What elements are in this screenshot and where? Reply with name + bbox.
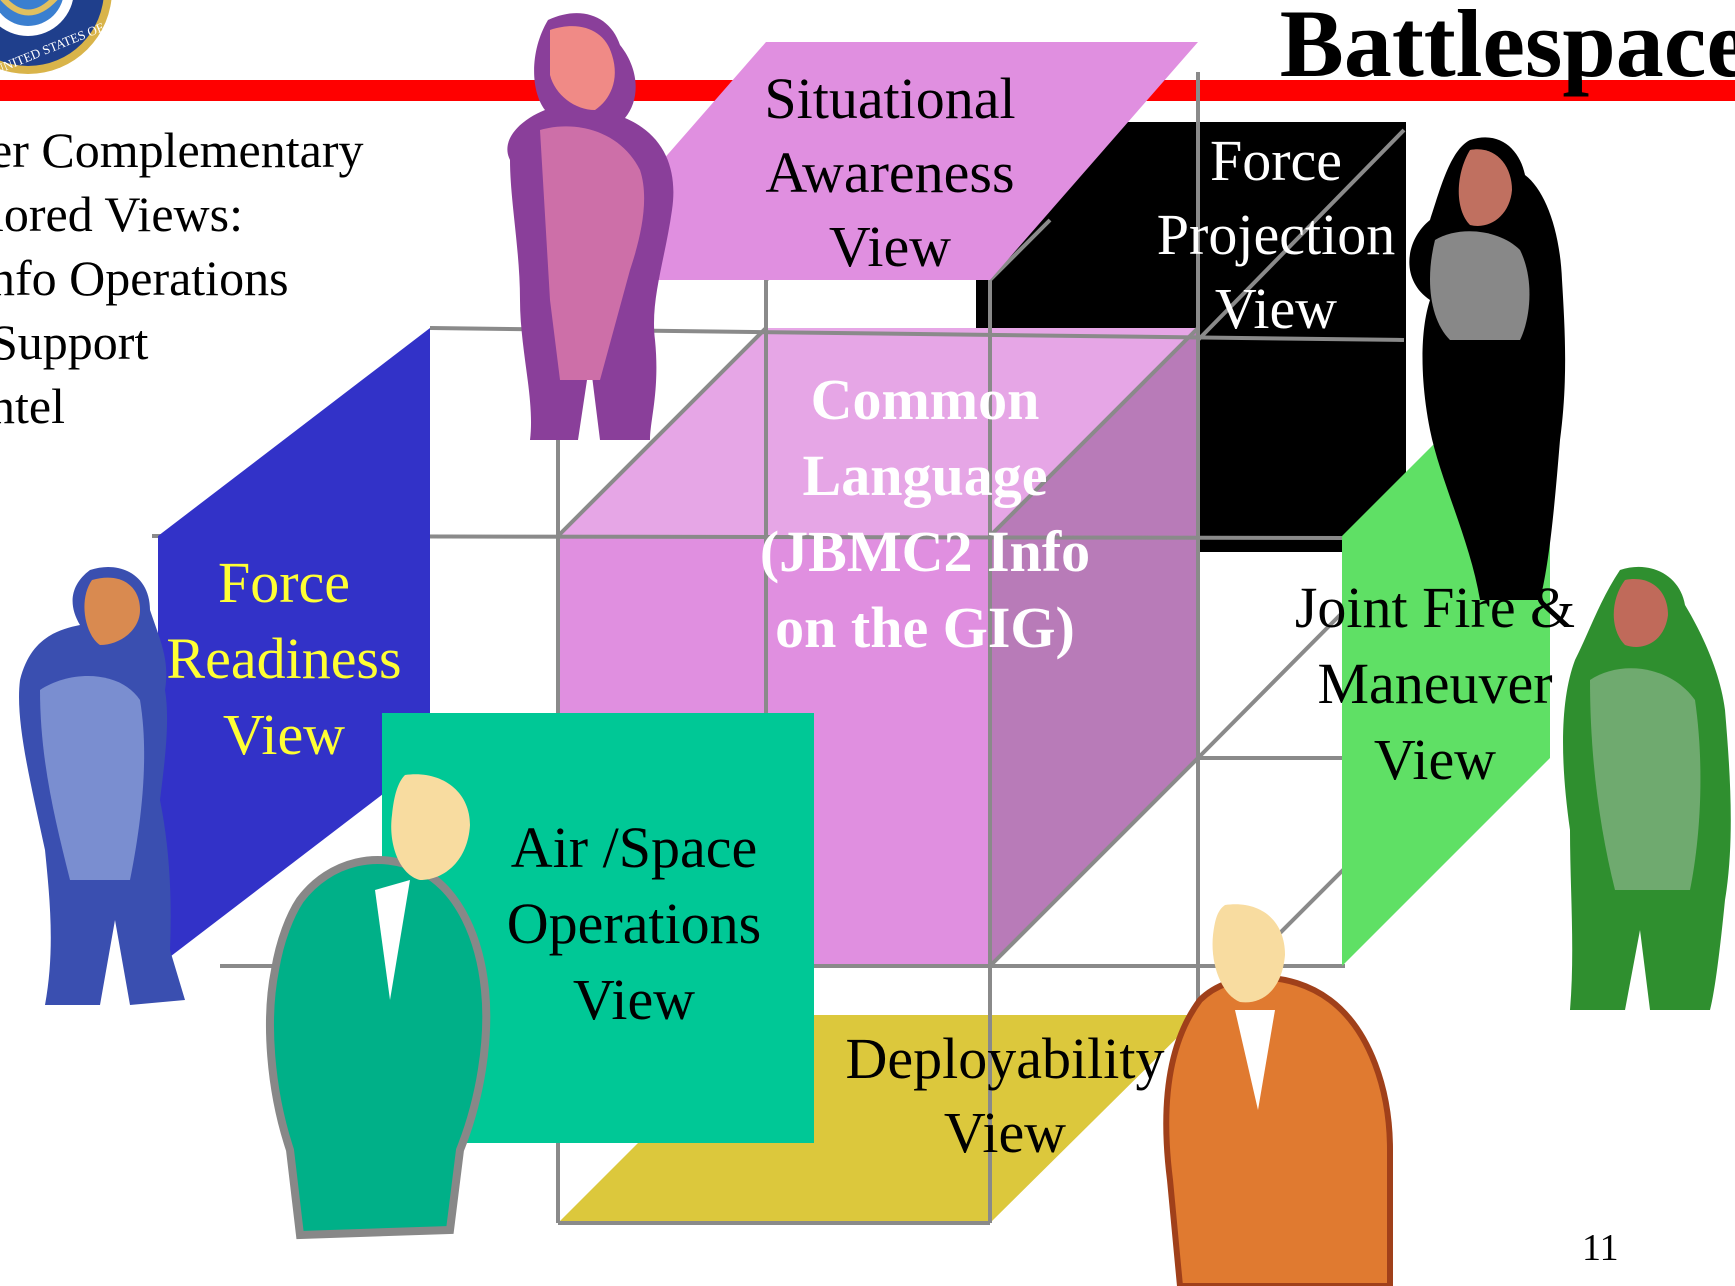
label-line: Operations (506, 891, 762, 956)
label-line: Deployability (845, 1026, 1165, 1091)
label-line: View (572, 967, 696, 1032)
person-figure-icon (1563, 566, 1731, 1010)
dod-seal-icon: UNITED STATES OF AMERICA (0, 0, 164, 77)
label-line: Situational (764, 66, 1016, 131)
situational-awareness-label: Situational Awareness View (720, 62, 1060, 284)
label-line: Air /Space (510, 815, 758, 880)
situational-awareness-plane (558, 42, 1198, 280)
air-space-label: Air /Space Operations View (480, 810, 788, 1038)
label-line: (JBMC2 Info (759, 519, 1091, 584)
label-line: Joint Fire & (1294, 575, 1576, 640)
side-text-line: er Complementary (0, 122, 364, 178)
side-text-line: Support (0, 314, 149, 370)
page-number: 11 (1582, 1227, 1619, 1269)
label-line: Language (802, 443, 1048, 508)
label-line: View (943, 1100, 1067, 1165)
label-line: Projection (1156, 202, 1396, 267)
label-line: Readiness (166, 626, 402, 691)
label-line: Maneuver (1317, 651, 1553, 716)
person-figure-icon (507, 13, 674, 441)
side-text: er Complementary lored Views: nfo Operat… (0, 118, 364, 438)
common-language-top (558, 328, 1198, 536)
common-language-label: Common Language (JBMC2 Info on the GIG) (720, 362, 1130, 666)
slide-title: Battlespace (1279, 0, 1735, 97)
label-line: View (1214, 276, 1338, 341)
force-readiness-plane (158, 328, 430, 966)
label-line: Force (217, 550, 351, 615)
side-text-line: lored Views: (0, 186, 243, 242)
force-readiness-label: Force Readiness View (142, 545, 426, 773)
label-line: View (828, 214, 952, 279)
person-figure-icon (1163, 904, 1393, 1286)
label-line: on the GIG) (775, 595, 1075, 660)
label-line: View (222, 702, 346, 767)
joint-fire-label: Joint Fire & Maneuver View (1268, 570, 1602, 798)
label-line: Common (810, 367, 1040, 432)
deployability-label: Deployability View (820, 1022, 1190, 1170)
common-language-side (990, 328, 1198, 966)
person-figure-icon (19, 566, 185, 1005)
side-text-line: nfo Operations (0, 250, 289, 306)
side-text-line: ntel (0, 378, 65, 434)
person-figure-icon (1409, 137, 1566, 601)
person-figure-icon (266, 774, 491, 1240)
label-line: Awareness (765, 140, 1015, 205)
label-line: View (1373, 727, 1497, 792)
force-projection-label: Force Projection View (1126, 124, 1426, 346)
label-line: Force (1209, 128, 1343, 193)
